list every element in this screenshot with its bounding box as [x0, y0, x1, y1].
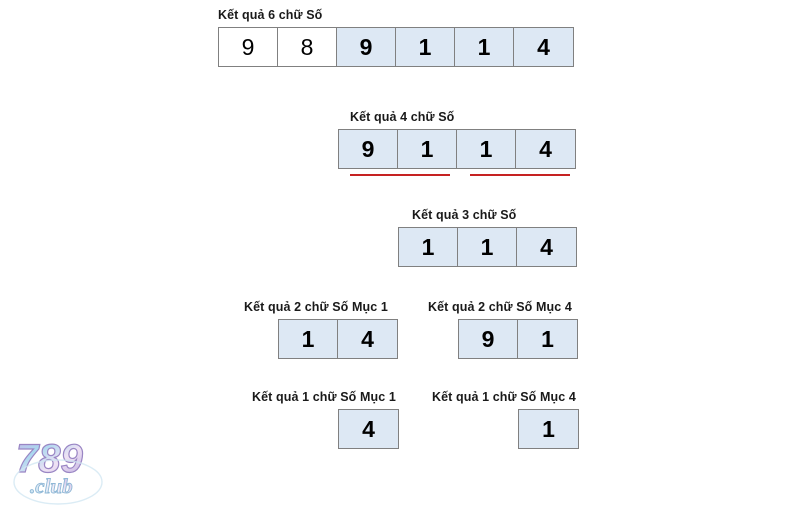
group-title-3-digits: Kết quả 3 chữ Số [412, 208, 517, 222]
digit-cell: 1 [279, 320, 338, 358]
result-group-4-digits: Kết quả 4 chữ Số 9 1 1 4 [338, 110, 580, 181]
group-title-4-digits: Kết quả 4 chữ Số [350, 110, 455, 124]
group-title-2-digits-muc-1: Kết quả 2 chữ Số Mục 1 [244, 300, 388, 314]
digit-cell: 1 [398, 130, 457, 168]
digit-cell: 4 [339, 410, 398, 448]
result-group-3-digits: Kết quả 3 chữ Số 1 1 4 [398, 208, 577, 267]
result-group-2-digits-muc-1: Kết quả 2 chữ Số Mục 1 1 4 [244, 300, 398, 359]
digit-cell: 9 [459, 320, 518, 358]
digit-cell: 1 [458, 228, 517, 266]
digit-cell: 4 [517, 228, 576, 266]
logo-word-text: .club [30, 474, 73, 498]
digit-cell: 1 [457, 130, 516, 168]
underline-pair-second [470, 174, 570, 176]
digit-cell: 4 [338, 320, 397, 358]
underline-pair-first [350, 174, 450, 176]
group-title-2-digits-muc-4: Kết quả 2 chữ Số Mục 4 [428, 300, 572, 314]
group-title-1-digit-muc-4: Kết quả 1 chữ Số Mục 4 [432, 390, 576, 404]
digit-cell: 8 [278, 28, 337, 66]
digit-cell: 9 [337, 28, 396, 66]
digit-cell: 9 [219, 28, 278, 66]
digit-cell: 1 [399, 228, 458, 266]
digit-cell: 1 [519, 410, 578, 448]
digit-cell: 4 [514, 28, 573, 66]
789club-logo: 789 .club [8, 425, 112, 507]
logo-swoosh-icon [13, 459, 103, 505]
result-group-1-digit-muc-4: Kết quả 1 chữ Số Mục 4 1 [432, 390, 579, 449]
result-group-1-digit-muc-1: Kết quả 1 chữ Số Mục 1 4 [252, 390, 399, 449]
digit-row-1-muc-4: 1 [518, 409, 579, 449]
digit-cell: 1 [518, 320, 577, 358]
pair-underlines [338, 169, 580, 181]
digit-cell: 1 [396, 28, 455, 66]
digit-cell: 1 [455, 28, 514, 66]
digit-row-2-muc-4: 9 1 [458, 319, 578, 359]
result-group-6-digits: Kết quả 6 chữ Số 9 8 9 1 1 4 [218, 8, 574, 67]
digit-row-3: 1 1 4 [398, 227, 577, 267]
digit-row-2-muc-1: 1 4 [278, 319, 398, 359]
group-title-6-digits: Kết quả 6 chữ Số [218, 8, 323, 22]
digit-row-6: 9 8 9 1 1 4 [218, 27, 574, 67]
group-title-1-digit-muc-1: Kết quả 1 chữ Số Mục 1 [252, 390, 396, 404]
result-group-2-digits-muc-4: Kết quả 2 chữ Số Mục 4 9 1 [428, 300, 578, 359]
digit-cell: 4 [516, 130, 575, 168]
digit-row-1-muc-1: 4 [338, 409, 399, 449]
logo-number-text: 789 [16, 437, 83, 481]
digit-cell: 9 [339, 130, 398, 168]
digit-row-4: 9 1 1 4 [338, 129, 576, 169]
